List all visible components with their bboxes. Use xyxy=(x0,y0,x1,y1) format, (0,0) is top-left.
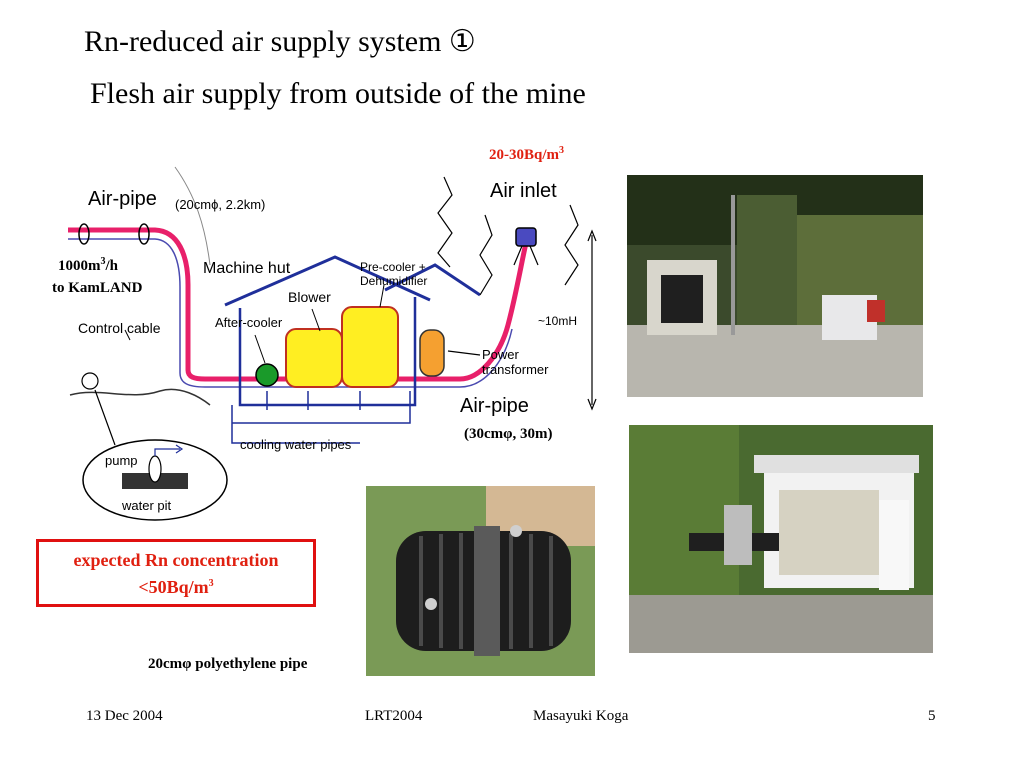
machine-hut-label: Machine hut xyxy=(203,260,291,277)
air-inlet-head xyxy=(515,227,537,247)
air-pipe-long-label: Air-pipe xyxy=(88,188,157,210)
mine-entrance-photo xyxy=(627,175,923,397)
mountain-outline xyxy=(69,388,211,406)
pump-icon xyxy=(148,455,162,483)
water-pit-label: water pit xyxy=(121,498,172,513)
transformer-unit xyxy=(419,329,445,377)
expected-line2: <50Bq/m3 xyxy=(138,577,214,597)
footer-event: LRT2004 xyxy=(365,708,423,724)
power-label: Power xyxy=(482,347,520,362)
precooler-unit xyxy=(341,306,399,388)
blower-label: Blower xyxy=(288,289,331,305)
pipe-caption: 20cmφ polyethylene pipe xyxy=(148,656,308,672)
footer-date: 13 Dec 2004 xyxy=(86,708,163,724)
expected-line1: expected Rn concentration xyxy=(73,550,279,570)
flow-rate-label: 1000m3/h xyxy=(58,256,119,274)
blower-unit xyxy=(285,328,343,388)
air-pipe-long-spec: (20cmϕ, 2.2km) xyxy=(175,197,265,212)
transformer-label: transformer xyxy=(482,362,549,377)
tree-shape xyxy=(437,176,453,268)
flow-destination-label: to KamLAND xyxy=(52,280,143,296)
air-inlet-hut-photo xyxy=(629,425,933,653)
air-pipe-short-label: Air-pipe xyxy=(460,395,529,417)
machine-hut-outline xyxy=(224,255,431,307)
air-inlet-label: Air inlet xyxy=(490,180,557,202)
control-cable-label: Control cable xyxy=(78,320,161,336)
height-arrow xyxy=(587,229,597,411)
cooling-water-pipes xyxy=(231,391,411,444)
precooler-label: Pre-cooler + xyxy=(360,260,426,274)
footer-author: Masayuki Koga xyxy=(533,708,629,724)
expected-concentration-box: expected Rn concentration <50Bq/m3 xyxy=(36,539,316,607)
pipe-coupling xyxy=(78,223,90,245)
long-air-pipe xyxy=(68,227,529,382)
polyethylene-pipe-photo xyxy=(366,486,595,676)
cooling-pipes-label: cooling water pipes xyxy=(240,437,352,452)
after-cooler-unit xyxy=(255,363,279,387)
footer-page-number: 5 xyxy=(928,708,936,724)
short-pipe-spec: (30cmφ, 30m) xyxy=(464,426,553,442)
pump-label: pump xyxy=(105,453,138,468)
air-inlet-concentration: 20-30Bq/m3 xyxy=(489,145,565,163)
after-cooler-label: After-cooler xyxy=(215,315,283,330)
air-supply-diagram: Air-pipe (20cmϕ, 2.2km) Machine hut Pre-… xyxy=(68,166,597,521)
height-label: ~10mH xyxy=(538,314,577,328)
dehumidifier-label: Dehumidifier xyxy=(360,274,427,288)
slide-title-line1: Rn-reduced air supply system ① xyxy=(84,25,476,58)
slide-title-line2: Flesh air supply from outside of the min… xyxy=(90,77,586,110)
